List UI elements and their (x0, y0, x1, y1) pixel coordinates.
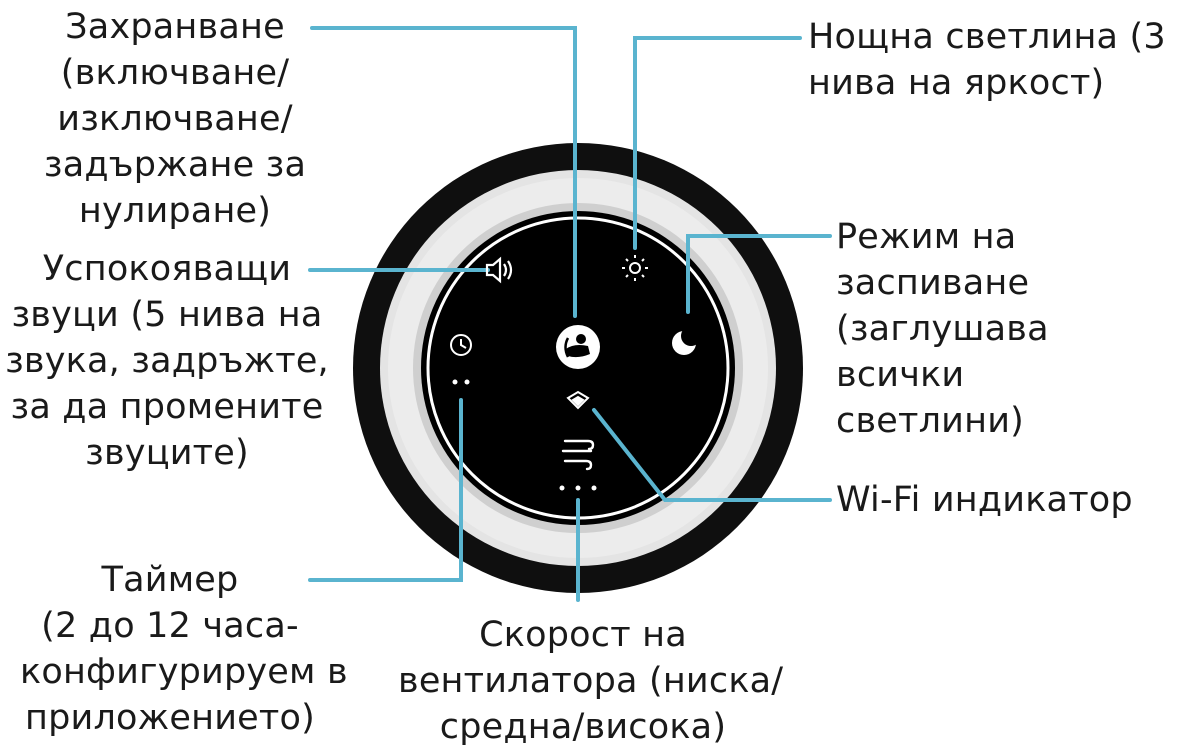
label-timer: Таймер (2 до 12 часа- конфигурируем в пр… (20, 557, 348, 741)
label-sleep-mode-line-4: всички (836, 355, 965, 395)
leader-line-sleep (686, 234, 832, 314)
label-power-line-3: изключване/ (57, 99, 293, 139)
leader-line-power (310, 26, 577, 318)
label-sleep-mode-line-1: Режим на (836, 217, 1017, 257)
label-sleep-mode-line-3: (заглушава (836, 309, 1049, 349)
label-fan-speed: Скорост на вентилатора (ниска/ средна/ви… (398, 612, 784, 750)
label-power-line-4: задържане за (43, 145, 307, 185)
fan-speed-indicator-dots (559, 485, 597, 491)
label-power-line-1: Захранване (65, 7, 285, 47)
label-sleep-mode-line-2: заспиване (836, 263, 1030, 303)
label-sleep-mode: Режим на заспиване (заглушава всички све… (836, 214, 1049, 444)
label-sounds-line-2: звуци (5 нива на (11, 295, 323, 335)
label-sounds-line-5: звуците) (85, 433, 249, 473)
sun-icon[interactable] (622, 255, 648, 281)
leader-line-wifi (592, 408, 832, 502)
label-fan-speed-line-2: вентилатора (ниска/ (398, 661, 784, 701)
label-timer-line-4: приложението) (25, 698, 315, 738)
label-timer-line-3: конфигурируем в (20, 652, 348, 692)
timer-indicator-dots (452, 379, 470, 385)
label-sounds: Успокояващи звуци (5 нива на звука, задр… (2, 246, 332, 476)
label-night-light: Нощна светлина (3 нива на яркост) (808, 14, 1166, 106)
wind-icon[interactable] (561, 439, 595, 471)
label-wifi-line-1: Wi-Fi индикатор (836, 480, 1133, 520)
moon-icon[interactable] (672, 326, 701, 355)
clock-icon[interactable] (450, 334, 472, 356)
wifi-icon (566, 390, 590, 410)
label-power-line-5: нулиране) (78, 191, 272, 231)
label-fan-speed-line-1: Скорост на (479, 615, 687, 655)
leader-line-night-light (633, 36, 802, 250)
label-sounds-line-3: звука, задръжте, (5, 341, 329, 381)
baby-power-icon[interactable] (556, 325, 600, 369)
speaker-icon[interactable] (485, 256, 513, 284)
label-sleep-mode-line-5: светлини) (836, 401, 1024, 441)
label-wifi: Wi-Fi индикатор (836, 477, 1133, 523)
label-power-line-2: (включване/ (60, 53, 290, 93)
label-sounds-line-1: Успокояващи (42, 249, 292, 289)
label-night-light-line-2: нива на яркост) (808, 63, 1105, 103)
label-timer-line-2: (2 до 12 часа- (41, 606, 299, 646)
label-power: Захранване (включване/ изключване/ задър… (40, 4, 310, 234)
label-timer-line-1: Таймер (101, 560, 239, 600)
label-sounds-line-4: за да промените (10, 387, 324, 427)
leader-line-timer (308, 398, 463, 582)
leader-lines (308, 26, 832, 602)
label-night-light-line-1: Нощна светлина (3 (808, 17, 1166, 57)
label-fan-speed-line-3: средна/висока) (439, 707, 727, 747)
